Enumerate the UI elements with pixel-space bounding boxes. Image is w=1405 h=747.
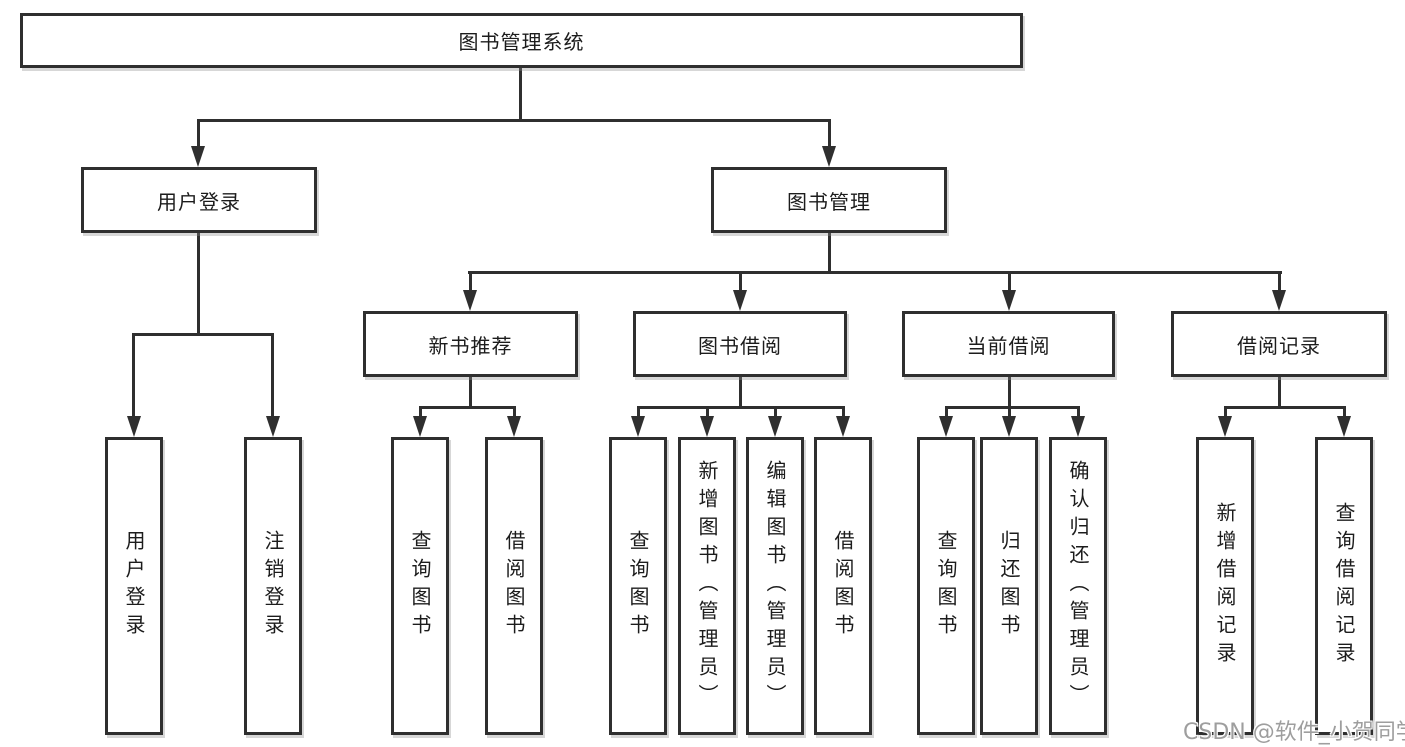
arrow-down-icon bbox=[1337, 416, 1351, 437]
leaf-user-login: 用户登录 bbox=[105, 437, 163, 735]
connector-line bbox=[513, 406, 516, 418]
arrow-down-icon bbox=[836, 416, 850, 437]
connector-line bbox=[774, 406, 777, 418]
connector-line bbox=[271, 333, 274, 418]
connector-line bbox=[1008, 406, 1011, 418]
connector-line bbox=[468, 271, 1282, 274]
leaf-query-book-2: 查询图书 bbox=[609, 437, 667, 735]
arrow-down-icon bbox=[939, 416, 953, 437]
arrow-down-icon bbox=[463, 290, 477, 311]
connector-line bbox=[1008, 271, 1011, 292]
arrow-down-icon bbox=[191, 146, 205, 167]
arrow-down-icon bbox=[768, 416, 782, 437]
leaf-label: 新增图书（管理员） bbox=[695, 460, 719, 712]
node-book-borrow: 图书借阅 bbox=[633, 311, 847, 377]
leaf-label: 查询图书 bbox=[408, 530, 432, 642]
connector-line bbox=[1224, 406, 1227, 418]
connector-line bbox=[1077, 406, 1080, 418]
connector-line bbox=[419, 406, 516, 409]
arrow-down-icon bbox=[822, 146, 836, 167]
connector-line bbox=[197, 119, 831, 122]
arrow-down-icon bbox=[127, 416, 141, 437]
leaf-label: 借阅图书 bbox=[502, 530, 526, 642]
leaf-label: 查询图书 bbox=[934, 530, 958, 642]
leaf-label: 注销登录 bbox=[261, 530, 285, 642]
leaf-label: 确认归还（管理员） bbox=[1066, 460, 1090, 712]
connector-line bbox=[828, 233, 831, 274]
connector-line bbox=[1224, 406, 1346, 409]
leaf-add-book-admin: 新增图书（管理员） bbox=[678, 437, 736, 735]
arrow-down-icon bbox=[700, 416, 714, 437]
arrow-down-icon bbox=[1002, 416, 1016, 437]
arrow-down-icon bbox=[507, 416, 521, 437]
node-borrow-record: 借阅记录 bbox=[1171, 311, 1387, 377]
leaf-borrow-book-1: 借阅图书 bbox=[485, 437, 543, 735]
leaf-edit-book-admin: 编辑图书（管理员） bbox=[746, 437, 804, 735]
watermark: CSDN @软件_小贺同学 bbox=[1183, 720, 1405, 745]
connector-line bbox=[739, 271, 742, 292]
leaf-label: 编辑图书（管理员） bbox=[763, 460, 787, 712]
connector-line bbox=[1343, 406, 1346, 418]
connector-line bbox=[419, 406, 422, 418]
connector-line bbox=[739, 377, 742, 408]
connector-line bbox=[828, 119, 831, 149]
leaf-borrow-book-2: 借阅图书 bbox=[814, 437, 872, 735]
node-root: 图书管理系统 bbox=[20, 13, 1023, 68]
arrow-down-icon bbox=[1002, 290, 1016, 311]
connector-line bbox=[945, 406, 948, 418]
arrow-down-icon bbox=[1071, 416, 1085, 437]
leaf-label: 查询图书 bbox=[626, 530, 650, 642]
connector-line bbox=[1278, 271, 1281, 292]
connector-line bbox=[1278, 377, 1281, 408]
node-book-management: 图书管理 bbox=[711, 167, 947, 233]
arrow-down-icon bbox=[733, 290, 747, 311]
leaf-query-borrow-record: 查询借阅记录 bbox=[1315, 437, 1373, 735]
connector-line bbox=[519, 68, 522, 122]
leaf-logout: 注销登录 bbox=[244, 437, 302, 735]
leaf-label: 借阅图书 bbox=[831, 530, 855, 642]
node-new-book-recommend: 新书推荐 bbox=[363, 311, 578, 377]
connector-line bbox=[469, 271, 472, 292]
leaf-query-book-3: 查询图书 bbox=[917, 437, 975, 735]
node-current-borrow: 当前借阅 bbox=[902, 311, 1115, 377]
arrow-down-icon bbox=[1218, 416, 1232, 437]
leaf-confirm-return-admin: 确认归还（管理员） bbox=[1049, 437, 1107, 735]
leaf-add-borrow-record: 新增借阅记录 bbox=[1196, 437, 1254, 735]
node-user-login: 用户登录 bbox=[81, 167, 317, 233]
connector-line bbox=[945, 406, 1079, 409]
connector-line bbox=[132, 333, 135, 418]
connector-line bbox=[637, 406, 844, 409]
leaf-return-book: 归还图书 bbox=[980, 437, 1038, 735]
connector-line bbox=[132, 333, 273, 336]
connector-line bbox=[637, 406, 640, 418]
leaf-label: 归还图书 bbox=[997, 530, 1021, 642]
connector-line bbox=[1008, 377, 1011, 408]
connector-line bbox=[197, 119, 200, 149]
leaf-label: 查询借阅记录 bbox=[1332, 502, 1356, 670]
connector-line bbox=[197, 233, 200, 334]
connector-line bbox=[842, 406, 845, 418]
arrow-down-icon bbox=[631, 416, 645, 437]
arrow-down-icon bbox=[266, 416, 280, 437]
connector-line bbox=[706, 406, 709, 418]
leaf-query-book-1: 查询图书 bbox=[391, 437, 449, 735]
leaf-label: 新增借阅记录 bbox=[1213, 502, 1237, 670]
connector-line bbox=[469, 377, 472, 408]
leaf-label: 用户登录 bbox=[122, 530, 146, 642]
arrow-down-icon bbox=[1272, 290, 1286, 311]
arrow-down-icon bbox=[413, 416, 427, 437]
